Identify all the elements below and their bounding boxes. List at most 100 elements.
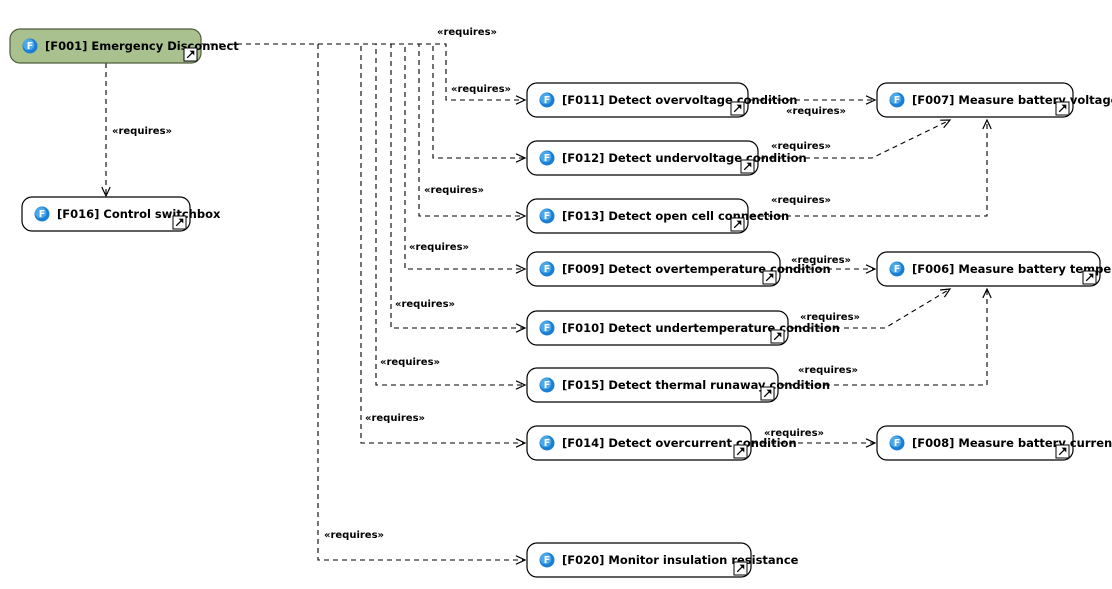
edge-path — [790, 288, 951, 329]
edge-e-f001-f009[interactable]: «requires» — [201, 43, 527, 274]
node-label: [F013] Detect open cell connection — [562, 209, 789, 223]
edge-path — [201, 43, 525, 561]
edge-e-f009-f006[interactable]: «requires» — [782, 255, 877, 274]
edge-path — [201, 43, 525, 159]
edge-arrowhead — [515, 264, 527, 274]
node-F020[interactable]: F[F020] Monitor insulation resistance — [526, 542, 799, 578]
edge-arrowhead — [865, 264, 877, 274]
feature-icon-inner — [890, 93, 902, 105]
edge-e-f011-f007[interactable]: «requires» — [750, 95, 877, 117]
node-label: [F012] Detect undervoltage condition — [562, 151, 807, 165]
node-F006[interactable]: F[F006] Measure battery temperature — [876, 251, 1112, 287]
node-box[interactable] — [876, 251, 1101, 287]
node-label: [F009] Detect overtemperature condition — [562, 262, 831, 276]
feature-icon-letter: F — [894, 264, 901, 275]
node-F010[interactable]: F[F010] Detect undertemperature conditio… — [526, 310, 840, 346]
edge-e-f012-f007[interactable]: «requires» — [760, 119, 952, 159]
node-label: [F011] Detect overvoltage condition — [562, 93, 797, 107]
edge-e-f001-f016[interactable]: «requires» — [101, 63, 172, 198]
edge-label: «requires» — [365, 413, 425, 424]
feature-icon-letter: F — [39, 209, 46, 220]
edge-e-f001-f015[interactable]: «requires» — [201, 43, 527, 390]
node-box[interactable] — [526, 310, 789, 346]
feature-icon-inner — [540, 321, 552, 333]
node-box[interactable] — [526, 425, 752, 461]
navigate-arrow-head — [766, 389, 772, 395]
node-F007[interactable]: F[F007] Measure battery voltage — [876, 82, 1112, 118]
feature-icon-inner — [540, 378, 552, 390]
node-label: [F015] Detect thermal runaway condition — [562, 378, 830, 392]
node-F012[interactable]: F[F012] Detect undervoltage condition — [526, 140, 807, 176]
node-label: [F010] Detect undertemperature condition — [562, 321, 840, 335]
node-box[interactable] — [876, 425, 1074, 461]
navigate-arrow-head — [739, 447, 745, 453]
node-box[interactable] — [526, 367, 779, 403]
edge-e-f014-f008[interactable]: «requires» — [753, 428, 877, 448]
node-F011[interactable]: F [F011] Detect overvoltage condition — [526, 82, 797, 118]
navigate-arrow-head — [776, 332, 782, 338]
node-box[interactable] — [21, 196, 191, 232]
node-box[interactable] — [9, 28, 202, 64]
edge-label: «requires» — [771, 141, 831, 152]
edge-arrowhead — [515, 153, 527, 163]
navigate-arrow-head — [1061, 447, 1067, 453]
edge-e-f001-f012[interactable]: «requires» — [201, 27, 527, 163]
edge-label: «requires» — [424, 185, 484, 196]
edge-arrowhead — [865, 95, 877, 105]
node-F009[interactable]: F[F009] Detect overtemperature condition — [526, 251, 831, 287]
node-label: [F016] Control switchbox — [57, 207, 221, 221]
feature-icon-inner — [540, 553, 552, 565]
edge-e-f001-f011[interactable]: «requires» — [201, 43, 527, 105]
feature-icon-inner — [35, 207, 47, 219]
feature-icon-letter: F — [544, 438, 551, 449]
node-label: [F008] Measure battery current — [912, 436, 1112, 450]
edge-arrowhead — [982, 287, 992, 299]
edge-arrowhead — [515, 555, 527, 565]
node-box[interactable] — [526, 251, 781, 287]
node-F016[interactable]: F [F016] Control switchbox — [21, 196, 221, 232]
feature-icon-inner — [540, 151, 552, 163]
navigate-arrow-head — [1061, 104, 1067, 110]
navigate-arrow-head — [1088, 273, 1094, 279]
edge-label: «requires» — [112, 126, 172, 137]
edge-label: «requires» — [791, 255, 851, 266]
node-F008[interactable]: F[F008] Measure battery current — [876, 425, 1112, 461]
edge-e-f001-f020[interactable]: «requires» — [201, 43, 527, 565]
feature-icon-letter: F — [544, 95, 551, 106]
node-box[interactable] — [526, 140, 759, 176]
edge-arrowhead — [982, 118, 992, 130]
edge-label: «requires» — [451, 84, 511, 95]
node-F013[interactable]: F[F013] Detect open cell connection — [526, 198, 789, 234]
feature-icon-inner — [540, 436, 552, 448]
edge-e-f013-f007[interactable]: «requires» — [750, 118, 992, 217]
edge-path — [201, 43, 525, 270]
node-label: [F014] Detect overcurrent condition — [562, 436, 797, 450]
edge-arrowhead — [101, 186, 111, 198]
node-box[interactable] — [526, 198, 749, 234]
feature-icon-inner — [23, 39, 35, 51]
node-F014[interactable]: F [F014] Detect overcurrent condition — [526, 425, 797, 461]
edge-arrowhead — [865, 438, 877, 448]
edge-label: «requires» — [798, 365, 858, 376]
edge-e-f010-f006[interactable]: «requires» — [790, 288, 952, 329]
edge-label: «requires» — [380, 357, 440, 368]
edge-e-f015-f006[interactable]: «requires» — [780, 287, 992, 386]
edge-path — [201, 43, 525, 386]
edge-path — [201, 43, 525, 101]
node-box[interactable] — [526, 82, 749, 118]
feature-icon-inner — [890, 436, 902, 448]
feature-icon-inner — [540, 93, 552, 105]
node-box[interactable] — [526, 542, 752, 578]
node-F001[interactable]: F[F001] Emergency Disconnect — [9, 28, 239, 64]
navigate-arrow-head — [739, 564, 745, 570]
edge-path — [201, 43, 525, 444]
node-F015[interactable]: F[F015] Detect thermal runaway condition — [526, 367, 830, 403]
node-box[interactable] — [876, 82, 1074, 118]
edge-e-f001-f014[interactable]: «requires» — [201, 43, 527, 448]
edge-label: «requires» — [800, 312, 860, 323]
edge-path — [760, 119, 951, 159]
edge-arrowhead — [515, 380, 527, 390]
edge-e-f001-f013[interactable]: «requires» — [201, 43, 527, 221]
edge-label: «requires» — [409, 242, 469, 253]
